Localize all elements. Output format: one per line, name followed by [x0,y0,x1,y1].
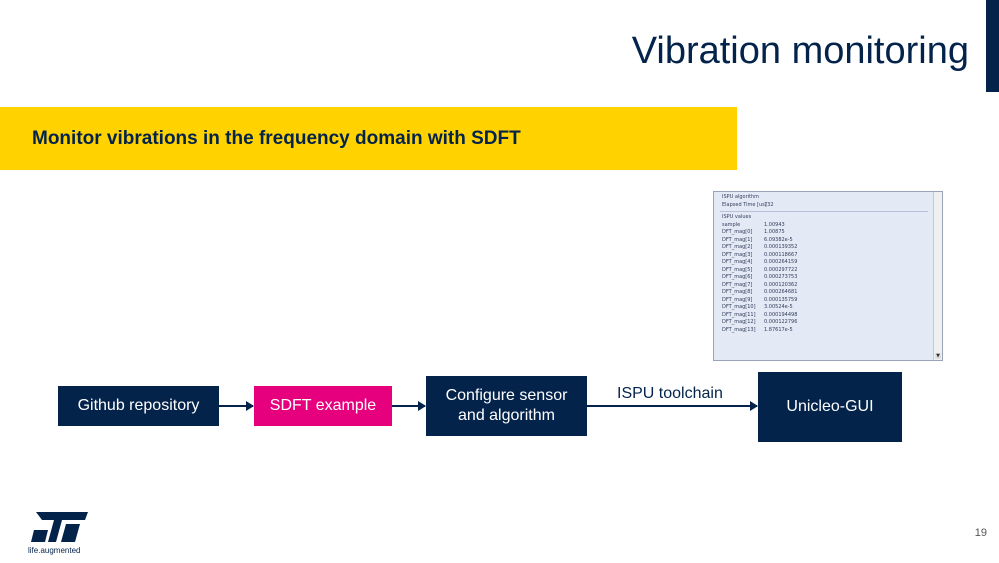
ispu-panel: ISPU algorithm Elapsed Time [us]732 ISPU… [716,194,932,358]
elapsed-time-value: 732 [764,201,774,208]
ispu-value-number: 0.000273753 [764,274,798,280]
ispu-value-row: DFT_mag[3] 0.000118667 [716,252,932,260]
scroll-down-icon[interactable]: ▼ [935,353,941,359]
arrow-sdft-to-configure [392,401,426,411]
scrollbar[interactable]: ▼ [933,192,942,360]
ispu-value-row: sample 1.00943 [716,222,932,230]
ispu-value-name: DFT_mag[4] [722,259,753,265]
ispu-value-name: DFT_mag[8] [722,289,753,295]
ispu-value-name: DFT_mag[3] [722,251,753,258]
ispu-value-name: DFT_mag[5] [722,266,753,273]
page-number: 19 [974,527,987,539]
ispu-value-row: DFT_mag[12] 0.000122796 [716,319,932,327]
ispu-value-number: 0.000122796 [764,319,798,325]
arrow-configure-to-unicleo [587,401,758,411]
ispu-value-name: DFT_mag[1] [722,236,753,243]
unicleo-screenshot: ISPU algorithm Elapsed Time [us]732 ISPU… [713,191,943,361]
ispu-value-number: 0.000135759 [764,296,798,303]
ispu-value-row: DFT_mag[8] 0.000264681 [716,289,932,297]
ispu-value-row: DFT_mag[9] 0.000135759 [716,297,932,305]
ispu-value-row: DFT_mag[6] 0.000273753 [716,274,932,282]
ispu-value-name: DFT_mag[13] [722,326,756,333]
arrow-github-to-sdft [219,401,254,411]
section-ispu-algorithm: ISPU algorithm [722,194,760,200]
ispu-value-row: DFT_mag[7] 0.000120362 [716,282,932,290]
ispu-value-number: 1.00943 [764,221,785,228]
ispu-value-number: 0.000118667 [764,251,798,258]
sdft-example-box: SDFT example [254,386,392,426]
ispu-value-row: DFT_mag[2] 0.000139352 [716,244,932,252]
slide-title: Vibration monitoring [631,30,969,72]
ispu-value-name: DFT_mag[0] [722,229,753,235]
st-logo: life.augmented [28,508,98,558]
ispu-value-name: DFT_mag[2] [722,244,753,250]
elapsed-time-row: Elapsed Time [us]732 [716,202,932,210]
ispu-value-number: 1.87617e-5 [764,326,793,333]
logo-tagline: life.augmented [28,546,80,555]
ispu-value-number: 0.000139352 [764,244,798,250]
section-ispu-values: ISPU values [722,214,752,220]
unicleo-gui-box: Unicleo-GUI [758,372,902,442]
ispu-value-name: DFT_mag[7] [722,281,753,288]
ispu-value-number: 0.000194498 [764,311,798,318]
ispu-value-number: 1.00875 [764,229,785,235]
elapsed-time-label: Elapsed Time [us] [722,201,767,208]
ispu-value-row: DFT_mag[0] 1.00875 [716,229,932,237]
st-logo-mark-icon: life.augmented [28,512,88,555]
ispu-value-number: 0.000264159 [764,259,798,265]
ispu-value-number: 0.000264681 [764,289,798,295]
banner [0,107,737,170]
ispu-value-number: 6.09382e-5 [764,236,793,243]
ispu-value-row: DFT_mag[4] 0.000264159 [716,259,932,267]
ispu-value-name: sample [722,221,741,228]
ispu-toolchain-label: ISPU toolchain [617,385,723,402]
ispu-value-name: DFT_mag[12] [722,319,756,325]
github-repository-box: Github repository [58,386,219,426]
ispu-value-row: DFT_mag[10] 3.00524e-5 [716,304,932,312]
configure-sensor-box: Configure sensor and algorithm [426,376,587,436]
ispu-value-number: 0.000297722 [764,266,798,273]
ispu-value-number: 3.00524e-5 [764,304,793,310]
ispu-value-row: DFT_mag[13] 1.87617e-5 [716,327,932,335]
corner-accent-bar [986,0,999,92]
ispu-value-row: DFT_mag[1] 6.09382e-5 [716,237,932,245]
ispu-value-number: 0.000120362 [764,281,798,288]
ispu-value-name: DFT_mag[10] [722,304,756,310]
ispu-value-name: DFT_mag[6] [722,274,753,280]
banner-text: Monitor vibrations in the frequency doma… [32,128,521,149]
ispu-value-name: DFT_mag[9] [722,296,753,303]
ispu-value-row: DFT_mag[11] 0.000194498 [716,312,932,320]
ispu-value-name: DFT_mag[11] [722,311,756,318]
section-divider [720,211,928,212]
ispu-value-row: DFT_mag[5] 0.000297722 [716,267,932,275]
